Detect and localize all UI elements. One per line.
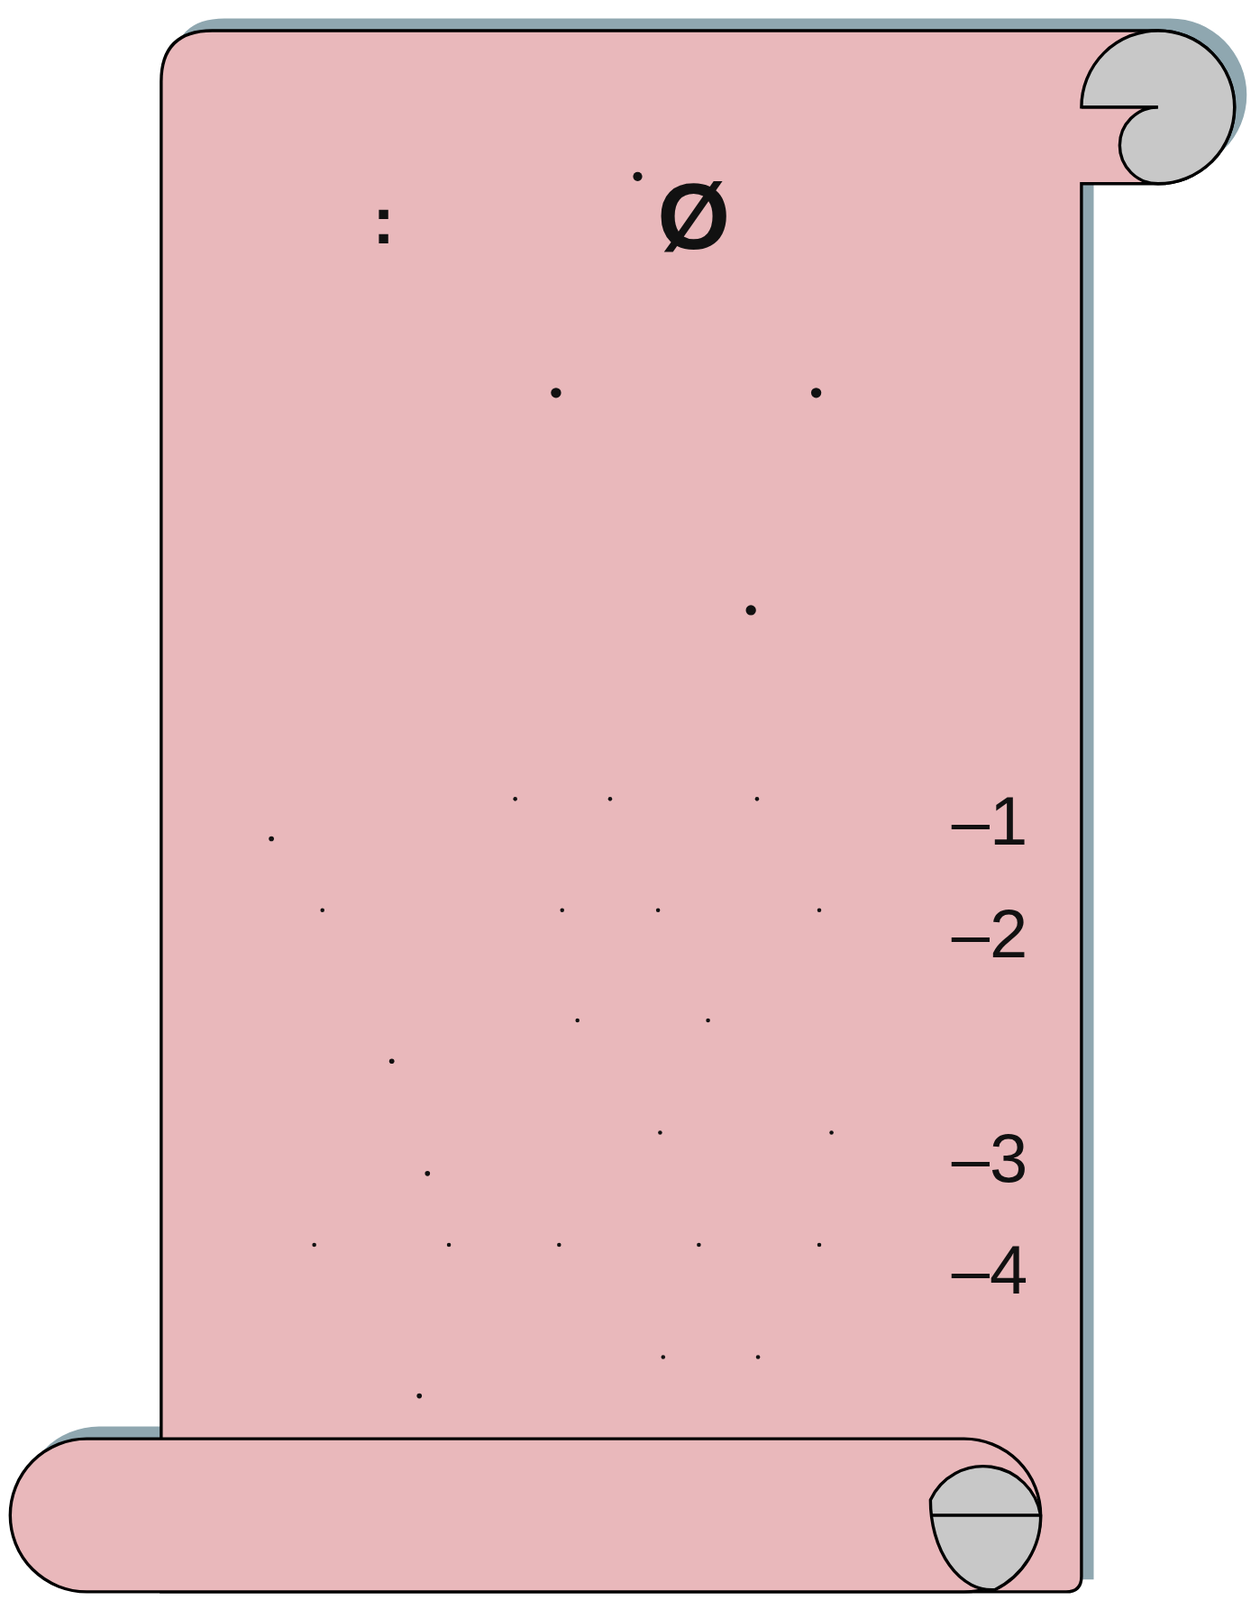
line-number: –1 [951,786,1029,856]
scroll-curl-top [1081,30,1235,184]
text-dots [268,172,834,1399]
symbol-mark: Ø [657,169,731,264]
scroll-curl-bottom [930,1466,1041,1590]
line-number: –4 [951,1235,1029,1305]
line-number: –2 [951,899,1029,968]
scroll-roll-bottom [9,1438,1041,1592]
colon-mark: : [372,187,395,255]
scroll-body [161,30,1235,1592]
line-number: –3 [951,1123,1029,1193]
scroll-strip-top [1081,105,1159,109]
scroll-strip-bottom [930,1513,1041,1516]
